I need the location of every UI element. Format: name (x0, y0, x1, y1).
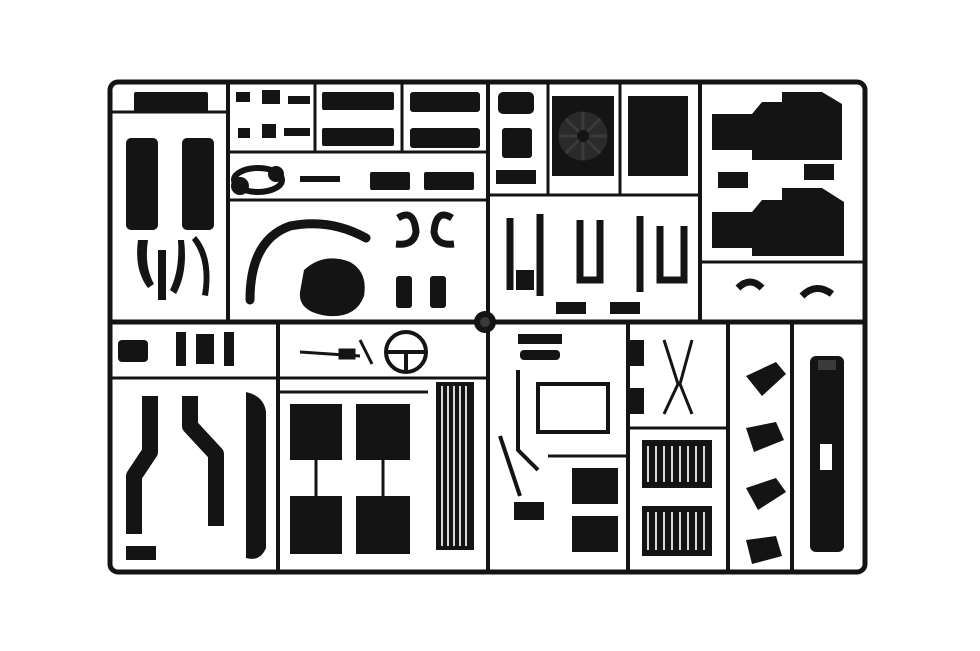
steering-wheel (384, 330, 428, 374)
hose-couplings (735, 278, 835, 299)
grille-horizontal-upper (642, 440, 712, 488)
engine-block-lower (712, 172, 844, 256)
small-parts-top (236, 90, 480, 148)
radiator-fan (552, 96, 614, 176)
seat-frames (314, 460, 385, 496)
engine-blocks-small (300, 172, 474, 190)
belt-assembly (231, 165, 285, 195)
turbo-parts (395, 211, 455, 248)
linkage-rods (662, 339, 694, 415)
intake-ducts (126, 396, 224, 534)
engine-assembly (299, 258, 446, 317)
central-gate (474, 311, 496, 333)
chassis-parts (514, 334, 644, 520)
chassis-frame (498, 370, 610, 497)
grille-horizontal-lower (642, 506, 712, 556)
manifolds (506, 214, 688, 296)
grille-vertical (436, 382, 474, 550)
mud-flaps (746, 362, 786, 564)
side-panel (118, 332, 266, 560)
bumper (810, 356, 844, 552)
radiator-parts (496, 92, 688, 184)
exhaust-stacks (126, 92, 214, 300)
intake-pipe (245, 219, 371, 305)
seat-backs (290, 404, 410, 554)
engine-block-upper (712, 92, 842, 180)
lever-parts (299, 339, 374, 365)
fuel-tanks (572, 468, 618, 552)
manifold-bases (516, 270, 640, 314)
